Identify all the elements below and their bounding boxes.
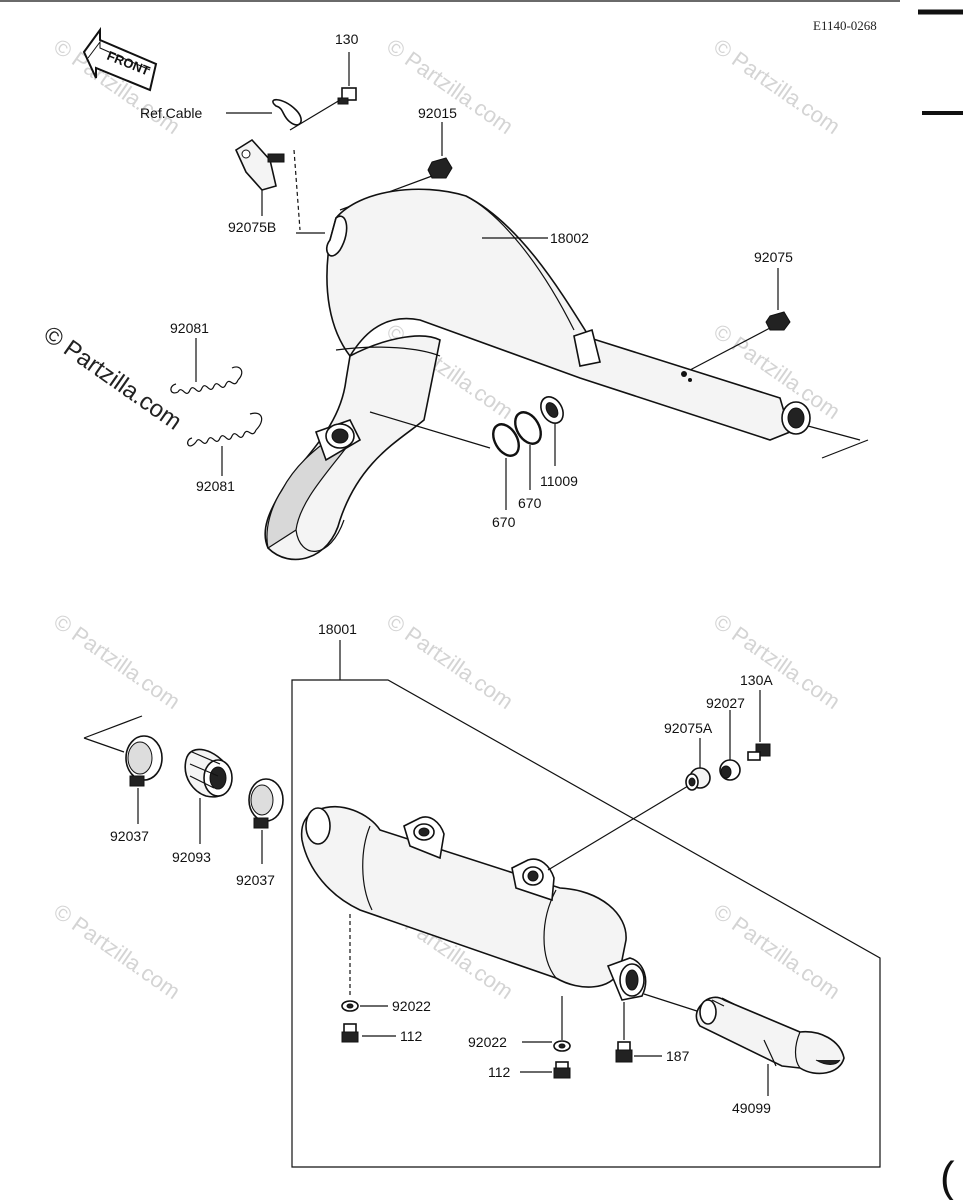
callout-92015: 92015: [418, 105, 457, 121]
washer-92022-right-icon: [553, 1040, 571, 1052]
callout-130: 130: [335, 31, 359, 47]
callout-92037-right: 92037: [236, 872, 275, 888]
bolt-112-left-icon: [341, 1023, 359, 1043]
callout-92093: 92093: [172, 849, 211, 865]
washer-92022-left-icon: [341, 1000, 359, 1012]
spark-arrestor-49099-icon: [695, 996, 845, 1075]
callout-ref-cable: Ref.Cable: [140, 105, 202, 121]
collar-92027-icon: [719, 759, 741, 781]
bolt-187-icon: [615, 1041, 633, 1063]
watermark: © Partzilla.com: [709, 34, 845, 140]
spring-92081-top-icon: [170, 366, 243, 395]
watermark: © Partzilla.com: [709, 899, 845, 1005]
gasket-670-b-icon: [514, 411, 542, 445]
gasket-670-a-icon: [492, 423, 520, 457]
nut-92015-icon: [427, 157, 453, 179]
callout-112-right: 112: [488, 1064, 511, 1080]
leader-92075-axis: [689, 327, 771, 371]
edge-mark-bottom: (: [940, 1153, 955, 1200]
watermark-dark: © Partzilla.com: [39, 321, 187, 436]
muffler-body-icon: [300, 805, 647, 1001]
grommet-92075a-icon: [685, 767, 711, 791]
tailpipe-axis-2: [821, 439, 869, 459]
bolt-130a-icon: [747, 743, 771, 761]
diagram-code: E1140-0268: [813, 18, 877, 33]
callout-187: 187: [666, 1048, 690, 1064]
callout-92022-left: 92022: [392, 998, 431, 1014]
callout-11009: 11009: [540, 473, 578, 489]
callout-670-b: 670: [518, 495, 542, 511]
callout-92075a: 92075A: [664, 720, 713, 736]
callout-92081-top: 92081: [170, 320, 209, 336]
tailpipe-axis: [807, 425, 861, 441]
cable-clip-icon: [272, 98, 302, 126]
coupler-92093-icon: [184, 748, 233, 798]
watermark: © Partzilla.com: [49, 899, 185, 1005]
callout-92081-bottom: 92081: [196, 478, 235, 494]
callout-18001: 18001: [318, 621, 357, 637]
callout-92075b: 92075B: [228, 219, 276, 235]
callout-92027: 92027: [706, 695, 745, 711]
connector-axis-2: [83, 737, 125, 753]
watermark: © Partzilla.com: [382, 34, 518, 140]
nut-92075-icon: [765, 311, 791, 331]
callout-670-a: 670: [492, 514, 516, 530]
watermark: © Partzilla.com: [49, 609, 185, 715]
callout-49099: 49099: [732, 1100, 771, 1116]
muffler-assembly-frame: [291, 679, 881, 1168]
grommet-axis: [547, 785, 689, 871]
bracket-92075b-icon: [234, 138, 285, 191]
callout-130a: 130A: [740, 672, 773, 688]
expansion-chamber-18002: [264, 188, 811, 561]
leader-dashed: [293, 149, 301, 231]
bolt-130-icon: [337, 87, 357, 105]
gasket-11009-icon: [540, 396, 564, 424]
callout-92075: 92075: [754, 249, 793, 265]
gasket-axis: [369, 411, 491, 449]
watermark: © Partzilla.com: [382, 609, 518, 715]
connector-axis: [83, 715, 143, 739]
callout-92037-left: 92037: [110, 828, 149, 844]
callout-92022-right: 92022: [468, 1034, 507, 1050]
callout-112-left: 112: [400, 1028, 423, 1044]
spring-92081-bottom-icon: [187, 412, 263, 447]
bolt-112-right-icon: [553, 1061, 571, 1079]
clamp-92037-right-icon: [248, 778, 284, 829]
callout-18002: 18002: [550, 230, 589, 246]
clamp-92037-left-icon: [125, 735, 163, 787]
arrestor-axis: [643, 993, 701, 1013]
front-arrow-icon: FRONT: [82, 26, 158, 92]
